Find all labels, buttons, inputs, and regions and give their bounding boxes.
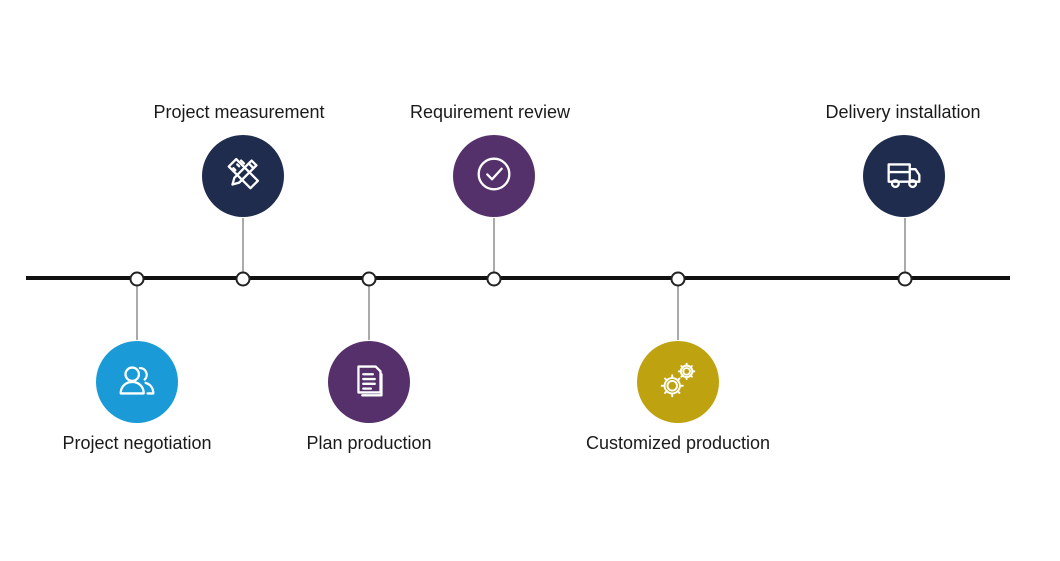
step-icon-customized-production [637,341,719,423]
gears-icon [655,357,701,408]
truck-icon [881,151,927,202]
timeline-node-delivery-installation [897,271,913,287]
timeline-node-plan-production [361,271,377,287]
step-icon-project-negotiation [96,341,178,423]
step-label-plan-production: Plan production [306,433,432,453]
connector-delivery-installation [904,218,906,272]
connector-requirement-review [493,218,495,272]
step-label-project-negotiation: Project negotiation [62,433,212,453]
step-label-project-measurement: Project measurement [153,102,325,122]
timeline-node-project-measurement [235,271,251,287]
connector-customized-production [677,286,679,340]
pencil-ruler-icon [220,151,266,202]
timeline-node-project-negotiation [129,271,145,287]
connector-plan-production [368,286,370,340]
connector-project-negotiation [136,286,138,340]
step-icon-project-measurement [202,135,284,217]
timeline-axis [26,276,1010,280]
connector-project-measurement [242,218,244,272]
step-label-requirement-review: Requirement review [409,102,571,122]
step-label-delivery-installation: Delivery installation [825,102,981,122]
document-icon [346,357,392,408]
step-icon-delivery-installation [863,135,945,217]
step-icon-plan-production [328,341,410,423]
step-icon-requirement-review [453,135,535,217]
users-icon [114,357,160,408]
timeline-node-customized-production [670,271,686,287]
timeline-node-requirement-review [486,271,502,287]
step-label-customized-production: Customized production [585,433,771,453]
check-circle-icon [471,151,517,202]
